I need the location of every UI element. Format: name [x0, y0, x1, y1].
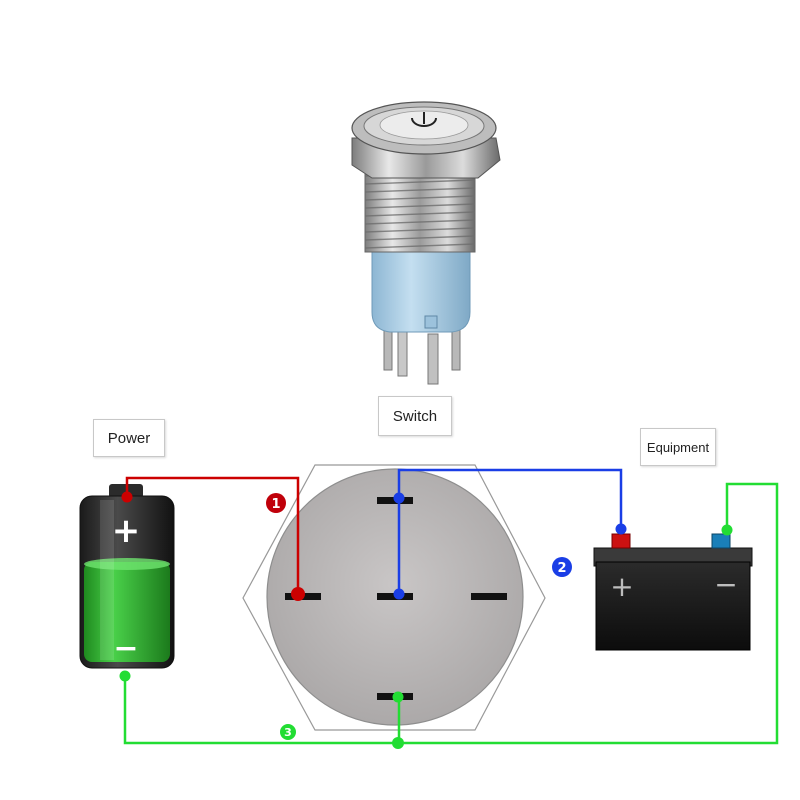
power-label: Power — [93, 419, 165, 457]
battery-plus-symbol: + — [112, 511, 141, 551]
connection-dot — [121, 491, 133, 503]
switch-terminal-diagram — [242, 464, 546, 731]
battery-icon: + − — [79, 484, 175, 669]
power-symbol-icon — [411, 112, 437, 127]
connection-dot — [615, 523, 627, 535]
marker-3-label: 3 — [284, 726, 292, 739]
marker-2-label: 2 — [557, 561, 566, 576]
connection-dot — [119, 670, 131, 682]
wire-2-blue — [397, 468, 623, 593]
connection-dot — [721, 524, 733, 536]
connection-dot — [392, 691, 404, 703]
connection-dot — [393, 492, 405, 504]
connection-dot — [393, 588, 405, 600]
car-battery-plus: + — [610, 570, 633, 603]
terminal-right — [471, 593, 507, 600]
car-battery-minus: − — [714, 568, 737, 601]
equipment-label: Equipment — [640, 428, 716, 466]
connection-dot — [392, 737, 404, 749]
battery-minus-symbol: − — [113, 631, 138, 666]
wire-3-green — [123, 482, 779, 745]
wire-1-red — [125, 476, 300, 593]
connection-dot — [291, 587, 305, 601]
switch-label: Switch — [378, 396, 452, 436]
car-battery-icon: + − — [593, 533, 753, 651]
marker-1: 1 — [266, 493, 286, 513]
marker-1-label: 1 — [271, 497, 280, 512]
marker-3: 3 — [280, 724, 296, 740]
marker-2: 2 — [552, 557, 572, 577]
push-button-switch-icon — [351, 101, 501, 385]
